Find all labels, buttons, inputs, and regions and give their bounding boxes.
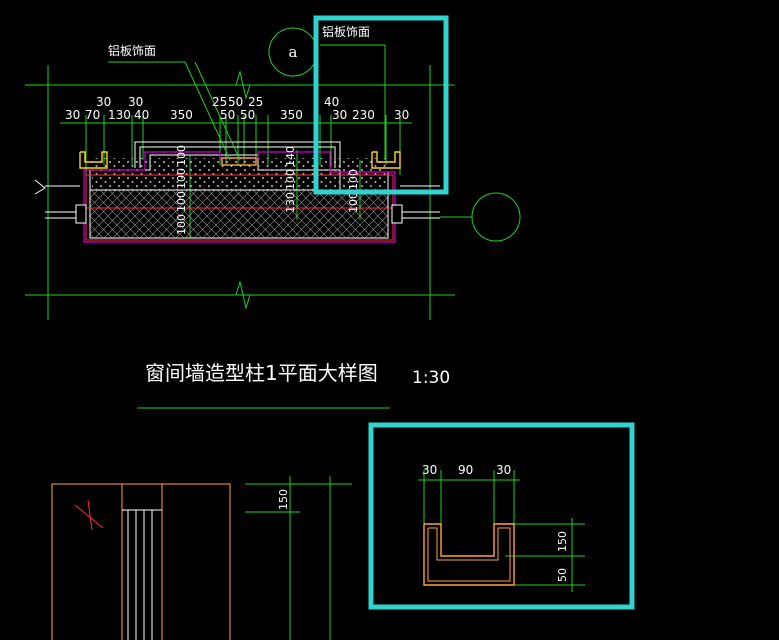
dim-text: 350 (280, 108, 303, 122)
dim-text-vertical: 130 (284, 192, 297, 213)
axis-bubble-label: a (289, 43, 298, 61)
channel-profile (423, 523, 515, 586)
detail-dim-middle: 90 (458, 463, 473, 477)
detail-dim-50: 50 (556, 568, 569, 582)
highlight-box-detail (368, 422, 635, 610)
plan-view: a 铝板饰面 铝板饰面 30 30 30 70 130 40 350 25 50… (25, 24, 521, 320)
drawing-title-block: 窗间墙造型柱1平面大样图 1:30 (137, 361, 450, 409)
dim-text-vertical: 100 (175, 214, 188, 235)
dim-text-vertical: 100 (175, 168, 188, 189)
plan-dimensions-vertical: 100 100 100 100 130 100 140 100 100 (175, 145, 360, 235)
dim-text: 50 (228, 95, 243, 109)
dim-text-vertical: 100 (347, 169, 360, 190)
dim-text: 30 (65, 108, 80, 122)
dim-text: 40 (134, 108, 149, 122)
detail-dim-right: 30 (496, 463, 511, 477)
dim-text-vertical: 100 (284, 169, 297, 190)
dim-text: 30 (128, 95, 143, 109)
detail-dim-150: 150 (556, 531, 569, 552)
drawing-title: 窗间墙造型柱1平面大样图 (145, 361, 378, 385)
leader-lines (108, 44, 386, 161)
dim-text: 25 (248, 95, 263, 109)
dim-text: 30 (332, 108, 347, 122)
connector-left (75, 204, 87, 224)
aluminium-channels (79, 151, 401, 169)
dim-text: 50 (220, 108, 235, 122)
elevation-view: 150 (51, 476, 352, 640)
dim-text-vertical: 100 (347, 192, 360, 213)
plan-dimensions-top: 30 30 30 70 130 40 350 25 50 25 50 50 35… (65, 95, 409, 122)
drawing-scale: 1:30 (412, 368, 450, 388)
detail-dim-left: 30 (422, 463, 437, 477)
dim-text-vertical: 100 (175, 145, 188, 166)
dim-text: 30 (394, 108, 409, 122)
plan-label-aluminium: 铝板饰面 (108, 43, 156, 58)
dim-text-vertical: 100 (175, 191, 188, 212)
axis-bubble-right (471, 192, 521, 242)
dim-text: 230 (352, 108, 375, 122)
dim-text: 350 (170, 108, 193, 122)
plan-label-aluminium-right: 铝板饰面 (322, 24, 370, 39)
highlight-box-plan (313, 15, 449, 195)
column-cladding-outline (83, 141, 396, 243)
elevation-dim: 150 (277, 489, 290, 510)
channel-detail-view: 30 90 30 50 150 (418, 463, 585, 592)
dim-text: 40 (324, 95, 339, 109)
column-core (89, 189, 389, 239)
dim-text: 25 (212, 95, 227, 109)
dim-text: 30 (96, 95, 111, 109)
wall-break-lines (34, 179, 440, 219)
dim-text: 50 (240, 108, 255, 122)
dim-text: 70 (85, 108, 100, 122)
dim-text: 130 (108, 108, 131, 122)
dim-text-vertical: 140 (284, 146, 297, 167)
connector-right (391, 204, 403, 224)
